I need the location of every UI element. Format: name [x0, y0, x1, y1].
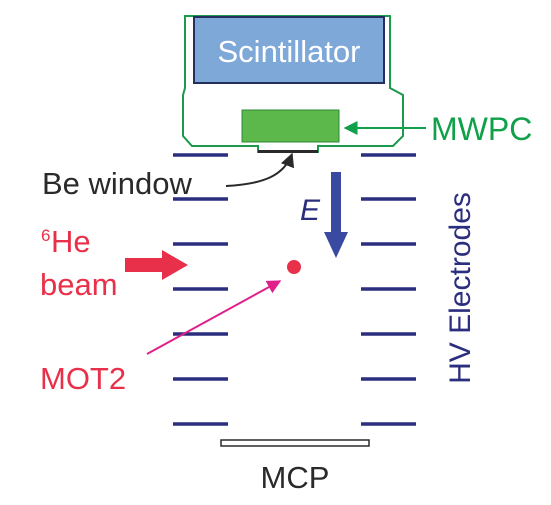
beam-label: beam — [40, 267, 118, 302]
right-hv-electrodes — [361, 153, 416, 426]
beam-isotope-superscript: 6 — [41, 226, 50, 245]
mwpc-block — [241, 109, 340, 143]
scintillator-block — [193, 16, 385, 84]
mcp-detector — [220, 439, 370, 447]
hv-electrodes-label: HV Electrodes — [444, 192, 477, 384]
mot2-pointer-arrow — [146, 280, 282, 355]
be-window-pointer-arrow — [225, 152, 295, 187]
beam-isotope-label: He — [51, 224, 91, 259]
field-arrow — [324, 172, 348, 258]
mwpc-label: MWPC — [431, 111, 532, 147]
beam-arrow — [125, 250, 188, 280]
scintillator-label: Scintillator — [218, 34, 361, 69]
be-window-label: Be window — [42, 166, 193, 201]
mot2-cloud — [287, 260, 301, 274]
field-label: E — [300, 194, 321, 227]
mcp-label: MCP — [261, 460, 330, 495]
mot2-label: MOT2 — [40, 361, 126, 396]
be-window — [258, 150, 318, 153]
left-hv-electrodes — [173, 153, 228, 426]
